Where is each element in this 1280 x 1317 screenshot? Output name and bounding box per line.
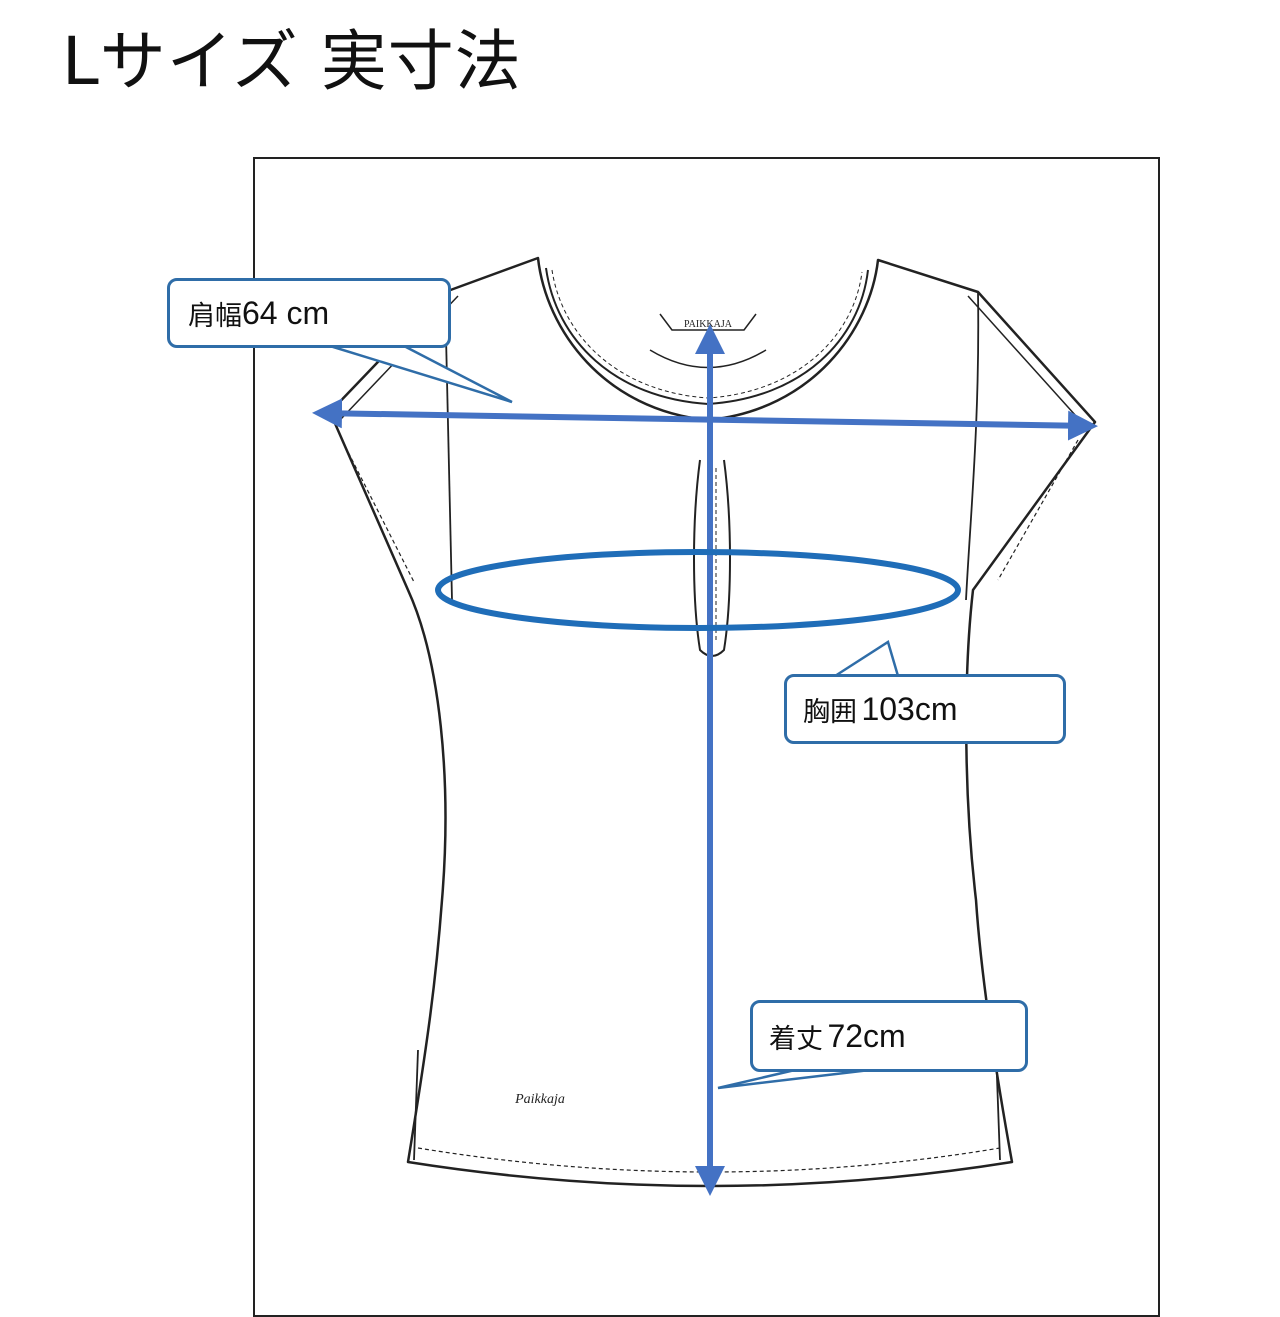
chest-callout-pointer — [834, 640, 900, 678]
right-shoulder-seam — [965, 291, 980, 601]
length-callout: 着丈 72cm — [750, 1000, 1028, 1072]
length-callout-pointer — [717, 1068, 871, 1090]
chest-label: 胸囲 — [803, 696, 857, 728]
hem-logo-text: Paikkaja — [514, 1092, 565, 1107]
shoulder-width-value: 64 cm — [242, 294, 330, 331]
right-sleeve-hem — [997, 439, 1079, 581]
neck-label-text: PAIKKAJA — [684, 319, 733, 330]
left-side-slit — [413, 1049, 419, 1161]
left-sleeve-hem — [341, 439, 415, 583]
chest-callout: 胸囲 103cm — [784, 674, 1066, 744]
shoulder-width-label: 肩幅 — [188, 300, 242, 332]
length-value: 72cm — [827, 1017, 906, 1054]
page-title: Lサイズ 実寸法 — [62, 23, 522, 100]
chest-ellipse — [435, 549, 961, 631]
length-label: 着丈 — [769, 1023, 823, 1055]
shoulder-callout-pointer — [329, 344, 513, 404]
chest-value: 103cm — [861, 690, 958, 727]
